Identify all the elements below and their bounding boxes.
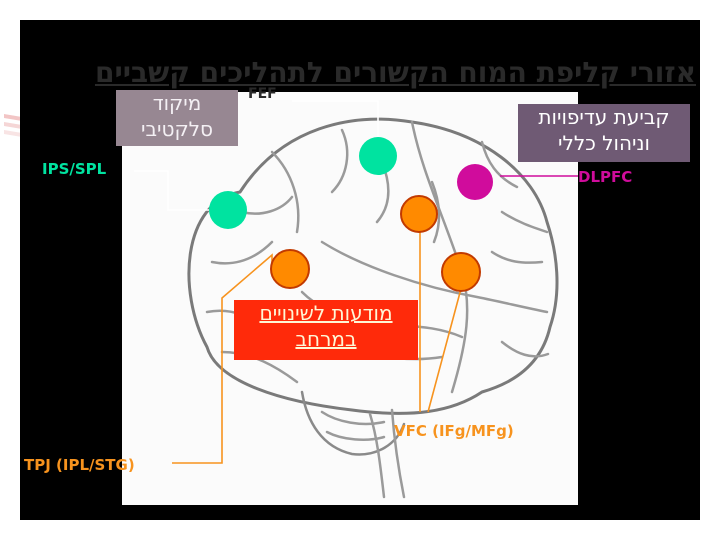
tpj-region-dot: [270, 249, 310, 289]
ips-connector: [134, 170, 210, 211]
spatial-line-2: במרחב: [295, 327, 357, 351]
selective-focus-box: מיקוד סלקטיבי: [116, 90, 238, 146]
slide-title: אזורי קליפת המוח הקשורים לתהליכים קשביים: [94, 56, 696, 89]
priorities-line-2: וניהול כללי: [558, 131, 650, 155]
focus-box-tint: [116, 90, 238, 146]
ips-spl-label: IPS/SPL: [42, 160, 107, 178]
vfc-upper-region-dot: [400, 195, 438, 233]
dlpfc-label: DLPFC: [578, 168, 633, 186]
vfc-lower-region-dot: [441, 252, 481, 292]
brain-image: [122, 92, 578, 505]
dlpfc-region-dot: [457, 164, 493, 200]
spatial-line-1: מודעות לשינויים: [259, 301, 393, 325]
focus-line-2: סלקטיבי: [140, 117, 213, 141]
priorities-line-1: קביעת עדיפויות: [538, 105, 670, 129]
vfc-label: VFC (IFg/MFg): [394, 422, 514, 440]
vfc-connector-b: [427, 284, 463, 413]
ips-spl-region-dot: [209, 191, 247, 229]
tpj-label: TPJ (IPL/STG): [24, 456, 135, 474]
tpj-connector: [172, 253, 273, 464]
focus-line-1: מיקוד: [152, 91, 202, 115]
fef-label: FEF: [248, 86, 277, 102]
fef-region-dot: [359, 137, 397, 175]
fef-connector: [292, 100, 379, 140]
priorities-box: קביעת עדיפויות וניהול כללי: [518, 104, 690, 162]
spatial-awareness-box: מודעות לשינויים במרחב: [234, 300, 418, 360]
